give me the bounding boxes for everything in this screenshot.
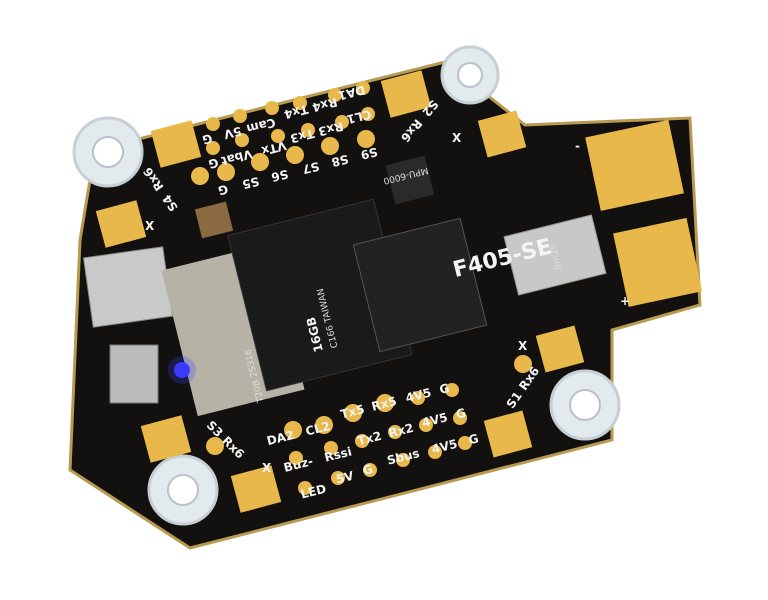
label-cam: Cam [245, 115, 277, 136]
label-g: G [438, 381, 451, 397]
label-cl2: CL2 [304, 419, 331, 439]
label-g: G [201, 131, 214, 147]
label-4v5: 4V5 [404, 385, 433, 405]
label-5v: 5V [222, 124, 243, 142]
plus-label: + [620, 294, 630, 308]
motor-pads [95, 70, 703, 513]
label-rx5: Rx5 [370, 394, 398, 414]
mcu-chip [352, 217, 488, 353]
signal-pads [191, 81, 532, 495]
boot-button [109, 344, 159, 404]
status-led-blue [174, 362, 190, 378]
label-4v5: 4V5 [421, 410, 450, 430]
label-s9: S9 [359, 144, 379, 162]
label-g: G [361, 462, 374, 478]
label-rx3: Rx3 [317, 119, 345, 139]
label-led: LED [299, 482, 327, 502]
minus-label: - [575, 139, 580, 153]
label-g: G [217, 182, 230, 198]
label-5v: 5V [335, 469, 356, 487]
label-buz: Buz- [282, 454, 314, 475]
label-rssi: Rssi [323, 444, 353, 464]
label-tx2: Tx2 [356, 429, 383, 448]
label-tx4: Tx4 [283, 102, 310, 121]
label-s6: S6 [270, 167, 290, 185]
mounting-grommets [72, 45, 621, 526]
shunt-resistor [503, 214, 607, 296]
label-x: X [518, 339, 528, 353]
label-s8: S8 [330, 152, 350, 170]
label-g: G [467, 431, 480, 447]
label-rx2: Rx2 [387, 421, 415, 441]
label-cl1: CL1 [345, 107, 372, 127]
label-s5: S5 [241, 174, 261, 192]
label-rx4: Rx4 [311, 95, 339, 115]
label-tx3: Tx3 [289, 126, 316, 145]
label-x: X [452, 131, 462, 145]
label-da1: DA1 [336, 83, 366, 103]
label-vtx: VTx [260, 138, 288, 158]
label-g: G [207, 155, 220, 171]
label-s7: S7 [301, 159, 321, 177]
label-tx5: Tx5 [339, 402, 366, 421]
capacitor [194, 201, 234, 239]
status-led-glow [168, 356, 196, 384]
imu-chip [385, 155, 435, 205]
label-x: X [145, 219, 155, 233]
label-4v5: 4V5 [430, 437, 459, 457]
usb-port [82, 246, 174, 328]
label-x: X [262, 461, 272, 475]
grommet-holes [92, 62, 601, 506]
label-g: G [454, 406, 467, 422]
label-da2: DA2 [265, 428, 295, 448]
